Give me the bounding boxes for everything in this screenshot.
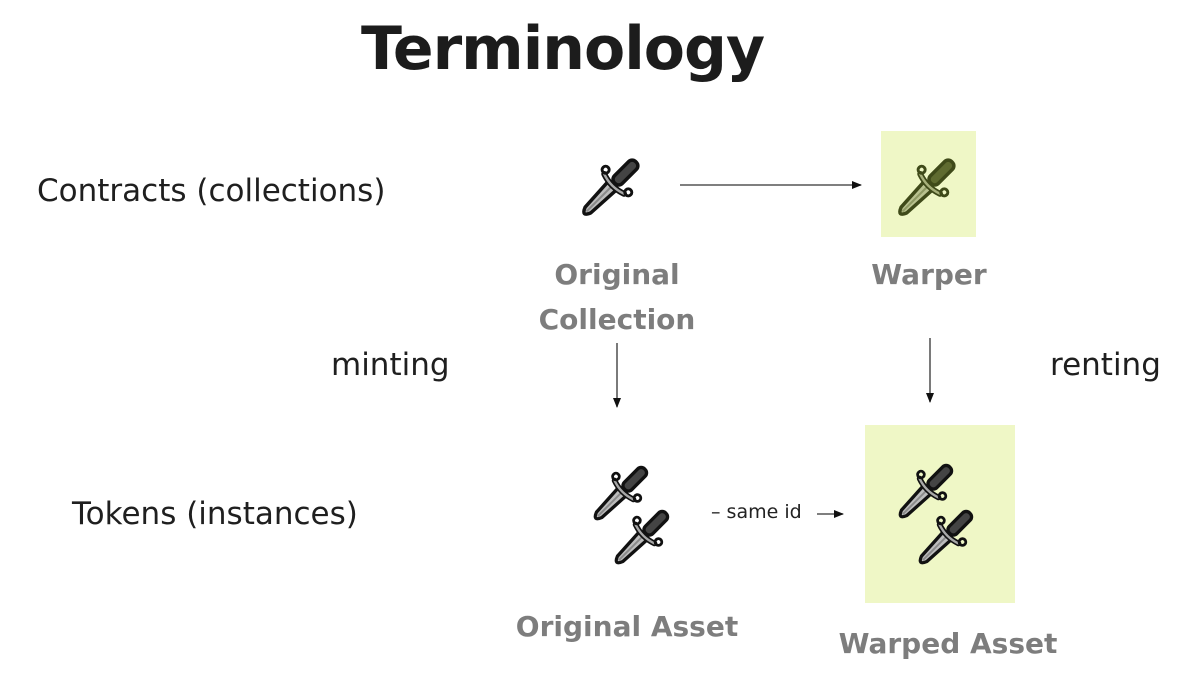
original-asset-daggers-icon bbox=[592, 465, 670, 566]
original-collection-dagger-icon bbox=[580, 158, 640, 218]
node-label-warped-asset: Warped Asset bbox=[838, 627, 1058, 660]
edge-label-renting: renting bbox=[1050, 347, 1161, 383]
node-label-original-asset: Original Asset bbox=[515, 610, 739, 643]
edge-label-same-id: – same id bbox=[711, 501, 802, 523]
node-label-original-collection-line1: Original bbox=[554, 258, 680, 291]
warped-asset-daggers-icon bbox=[897, 463, 974, 566]
node-label-warper: Warper bbox=[871, 258, 987, 291]
warped-asset-highlight-box bbox=[865, 425, 1015, 603]
node-label-original-collection: Original Collection bbox=[517, 252, 717, 342]
warper-dagger-icon bbox=[896, 158, 956, 218]
row-label-contracts: Contracts (collections) bbox=[37, 173, 386, 209]
row-label-tokens: Tokens (instances) bbox=[72, 496, 358, 532]
node-label-original-collection-line2: Collection bbox=[538, 303, 696, 336]
diagram-title: Terminology bbox=[360, 14, 765, 84]
edge-label-minting: minting bbox=[331, 347, 450, 383]
